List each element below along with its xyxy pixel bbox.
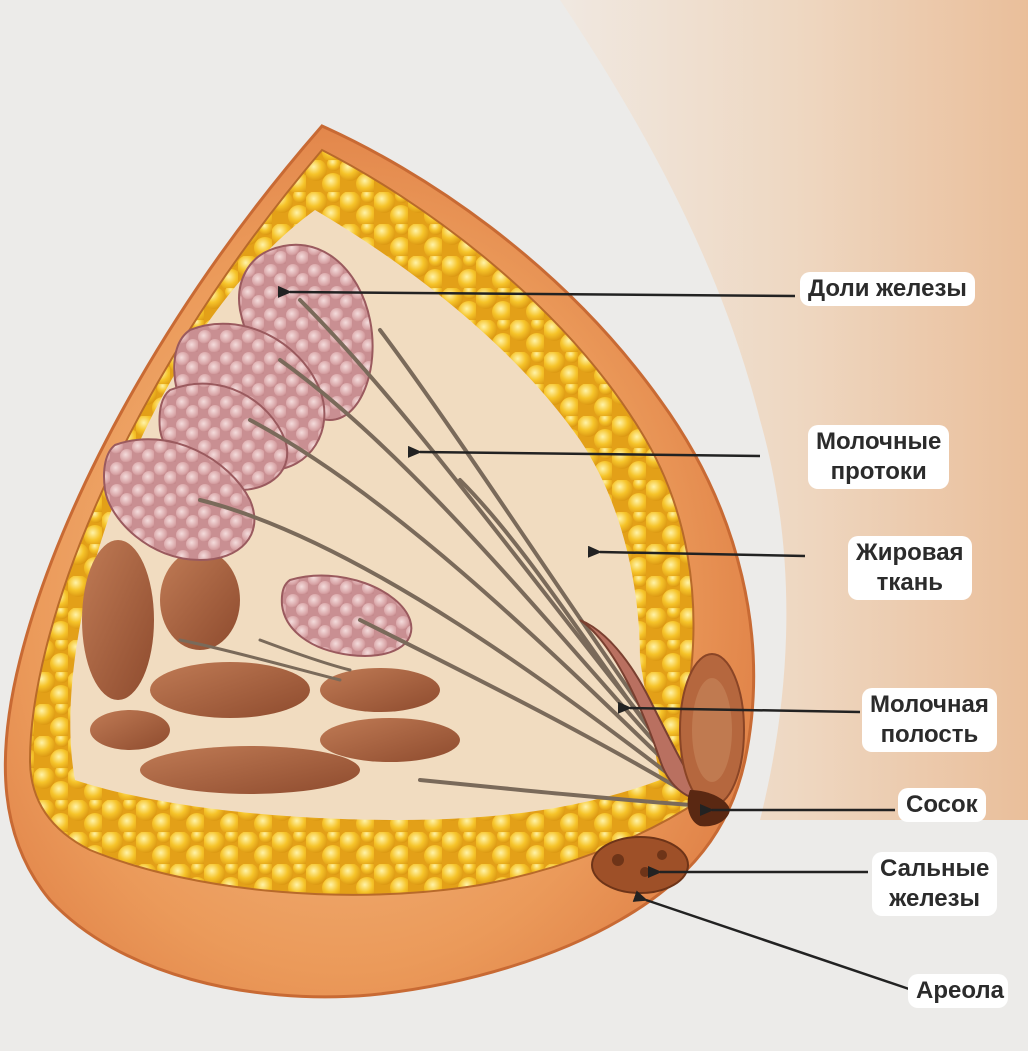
label-lobes: Доли железы [800,272,975,306]
leader-areola [632,890,913,992]
leader-lines [277,285,913,992]
label-nipple: Сосок [898,788,986,822]
torso-background [560,0,1028,820]
leader-ducts [407,445,761,458]
leader-sinus [617,701,861,714]
label-milk-ducts: Молочные протоки [808,425,950,489]
areola-nipple [591,653,745,894]
label-sebaceous-glands: Сальные железы [872,852,998,916]
label-areola: Ареола [908,974,1008,1008]
label-fat-tissue: Жировая ткань [848,536,972,600]
label-milk-sinus: Молочная полость [862,688,997,752]
leader-lobes [277,285,796,298]
gland-lobes [103,243,413,657]
pectoral-muscle [82,540,460,794]
leader-fat [587,545,806,558]
